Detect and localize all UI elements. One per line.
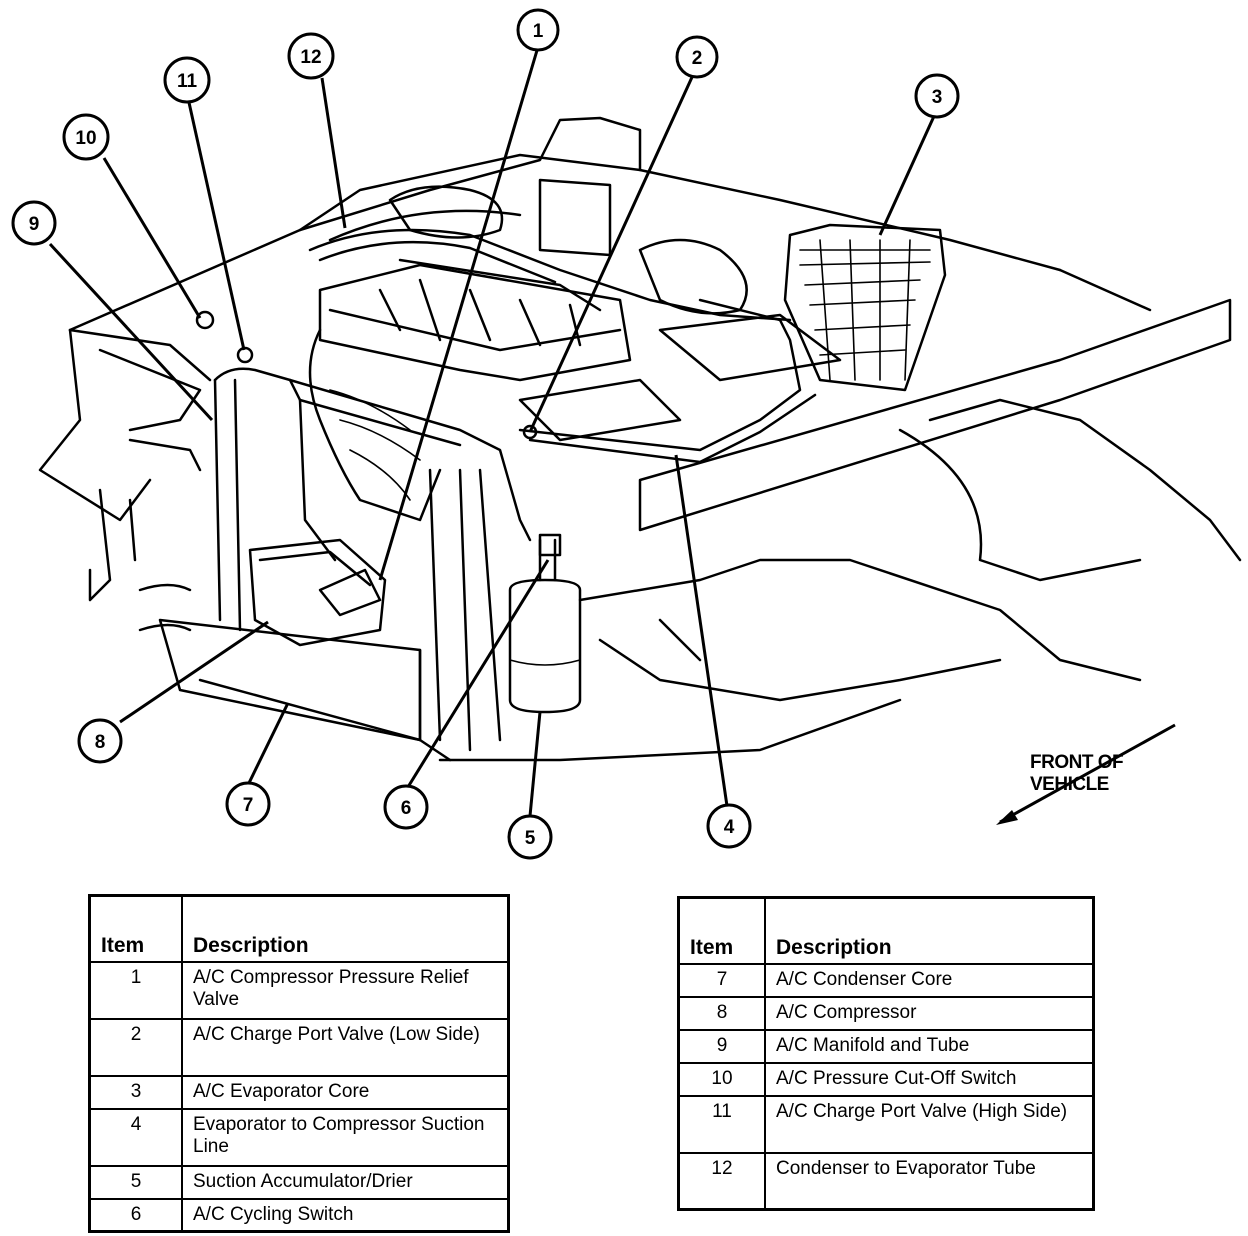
callout-12: 12 <box>287 32 335 80</box>
legend-item-number: 7 <box>677 962 766 998</box>
legend-item-number: 8 <box>677 995 766 1031</box>
legend-row: 11 A/C Charge Port Valve (High Side) <box>677 1094 1095 1154</box>
svg-text:5: 5 <box>525 828 536 849</box>
svg-text:3: 3 <box>932 87 943 108</box>
svg-text:12: 12 <box>300 47 321 68</box>
callout-7: 7 <box>225 781 271 827</box>
callout-leaders <box>48 46 1176 825</box>
svg-text:2: 2 <box>692 48 703 69</box>
legend-item-description: A/C Pressure Cut-Off Switch <box>764 1061 1095 1097</box>
callout-6: 6 <box>383 784 429 830</box>
legend-row: 6 A/C Cycling Switch <box>88 1197 510 1233</box>
svg-text:4: 4 <box>724 817 735 838</box>
callout-5: 5 <box>507 814 553 860</box>
legend-item-description: A/C Charge Port Valve (Low Side) <box>181 1017 510 1077</box>
legend-item-number: 6 <box>88 1197 183 1233</box>
legend-item-description: Condenser to Evaporator Tube <box>764 1151 1095 1211</box>
legend-row: 5 Suction Accumulator/Drier <box>88 1164 510 1200</box>
legend-item-number: 4 <box>88 1107 183 1167</box>
legend-item-description: A/C Compressor <box>764 995 1095 1031</box>
legend-item-description: Suction Accumulator/Drier <box>181 1164 510 1200</box>
svg-text:11: 11 <box>177 71 198 92</box>
legend-item-description: Evaporator to Compressor Suction Line <box>181 1107 510 1167</box>
description-header: Description <box>764 896 1095 965</box>
callout-1: 1 <box>516 8 560 52</box>
svg-text:6: 6 <box>401 798 412 819</box>
legend-header-row: Item Description <box>677 896 1095 965</box>
legend-row: 7 A/C Condenser Core <box>677 962 1095 998</box>
legend-row: 12 Condenser to Evaporator Tube <box>677 1151 1095 1211</box>
legend-item-description: A/C Manifold and Tube <box>764 1028 1095 1064</box>
legend-header-row: Item Description <box>88 894 510 963</box>
front-label-line-2: VEHICLE <box>1030 774 1109 795</box>
legend-row: 3 A/C Evaporator Core <box>88 1074 510 1110</box>
legend-item-description: A/C Condenser Core <box>764 962 1095 998</box>
svg-text:7: 7 <box>243 795 254 816</box>
legend-item-number: 5 <box>88 1164 183 1200</box>
legend-item-description: A/C Cycling Switch <box>181 1197 510 1233</box>
callout-11: 11 <box>163 56 211 104</box>
legend-item-number: 9 <box>677 1028 766 1064</box>
svg-text:9: 9 <box>29 214 40 235</box>
callout-4: 4 <box>706 803 752 849</box>
legend-item-number: 11 <box>677 1094 766 1154</box>
legend-item-number: 1 <box>88 960 183 1020</box>
legend-row: 8 A/C Compressor <box>677 995 1095 1031</box>
svg-text:8: 8 <box>95 732 106 753</box>
callout-2: 2 <box>675 35 719 79</box>
legend-table-left: Item Description 1 A/C Compressor Pressu… <box>88 894 510 1233</box>
item-header: Item <box>88 894 183 963</box>
legend-table-right: Item Description 7 A/C Condenser Core 8 … <box>677 896 1095 1211</box>
description-header: Description <box>181 894 510 963</box>
legend-item-description: A/C Compressor Pressure Relief Valve <box>181 960 510 1020</box>
callout-8: 8 <box>77 718 123 764</box>
legend-row: 9 A/C Manifold and Tube <box>677 1028 1095 1064</box>
legend-item-description: A/C Charge Port Valve (High Side) <box>764 1094 1095 1154</box>
legend-row: 4 Evaporator to Compressor Suction Line <box>88 1107 510 1167</box>
front-of-vehicle-label: FRONT OF VEHICLE <box>1030 752 1124 796</box>
svg-text:10: 10 <box>75 128 96 149</box>
legend-item-number: 2 <box>88 1017 183 1077</box>
legend-item-number: 12 <box>677 1151 766 1211</box>
item-header: Item <box>677 896 766 965</box>
callout-10: 10 <box>62 113 110 161</box>
legend-row: 1 A/C Compressor Pressure Relief Valve <box>88 960 510 1020</box>
svg-text:1: 1 <box>533 21 544 42</box>
engine-compartment-diagram: 1 2 3 4 5 6 7 8 9 10 11 12 <box>11 8 1242 860</box>
callout-circles: 1 2 3 4 5 6 7 8 9 10 11 12 <box>11 8 960 860</box>
legend-item-number: 3 <box>88 1074 183 1110</box>
vehicle-line-art <box>38 116 1242 762</box>
front-label-line-1: FRONT OF <box>1030 752 1124 773</box>
callout-3: 3 <box>914 73 960 119</box>
legend-row: 2 A/C Charge Port Valve (Low Side) <box>88 1017 510 1077</box>
legend-item-description: A/C Evaporator Core <box>181 1074 510 1110</box>
callout-9: 9 <box>11 200 57 246</box>
legend-item-number: 10 <box>677 1061 766 1097</box>
legend-row: 10 A/C Pressure Cut-Off Switch <box>677 1061 1095 1097</box>
